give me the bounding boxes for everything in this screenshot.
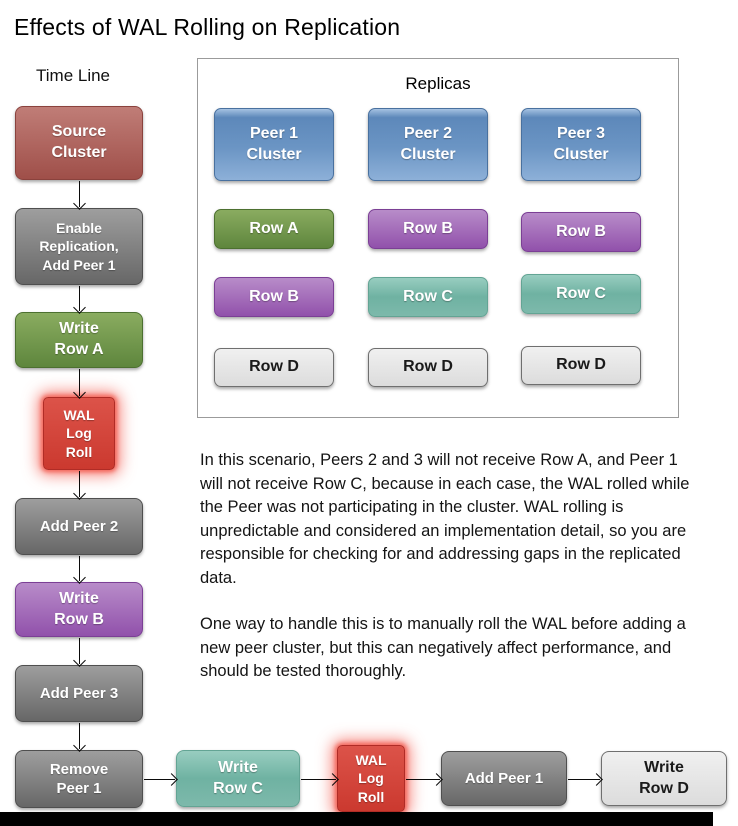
step-write-row-b: Write Row B (15, 582, 143, 637)
replica-cell-peer1-row-a: Row A (214, 209, 334, 249)
replica-cell-peer1-row-d: Row D (214, 348, 334, 387)
replica-cell-peer2-row-c: Row C (368, 277, 488, 317)
page-title: Effects of WAL Rolling on Replication (14, 14, 401, 40)
replicas-title: Replicas (405, 74, 471, 93)
arrow-right-wal-to-add-peer-1 (406, 779, 440, 780)
arrow-right-add-peer-1-to-write-d (568, 779, 600, 780)
peer-1-cluster-box: Peer 1 Cluster (214, 108, 334, 181)
step-add-peer-3: Add Peer 3 (15, 665, 143, 722)
step-write-row-c: Write Row C (176, 750, 300, 807)
replica-cell-peer2-row-b: Row B (368, 209, 488, 249)
notes-paragraph-2: One way to handle this is to manually ro… (200, 615, 686, 680)
peer-2-cluster-box: Peer 2 Cluster (368, 108, 488, 181)
arrow-down-write-b-to-add-peer-3 (79, 638, 80, 664)
step-add-peer-2: Add Peer 2 (15, 498, 143, 555)
arrow-down-wal-to-add-peer-2 (79, 471, 80, 497)
peer-3-cluster-box: Peer 3 Cluster (521, 108, 641, 181)
timeline-label: Time Line (36, 66, 111, 85)
step-wal-log-roll-2: WAL Log Roll (337, 745, 405, 812)
step-write-row-a: Write Row A (15, 312, 143, 368)
arrow-right-write-c-to-wal (301, 779, 336, 780)
slide-edge-bar (0, 812, 713, 826)
replica-cell-peer3-row-b: Row B (521, 212, 641, 252)
step-add-peer-1: Add Peer 1 (441, 751, 567, 806)
arrow-down-source-to-enable (79, 181, 80, 207)
notes-paragraph-1: In this scenario, Peers 2 and 3 will not… (200, 451, 690, 587)
replica-cell-peer3-row-c: Row C (521, 274, 641, 314)
replicas-panel: Replicas Peer 1 Cluster Peer 2 Cluster P… (197, 58, 679, 418)
replica-cell-peer2-row-d: Row D (368, 348, 488, 387)
arrow-right-remove-peer-1-to-write-c (144, 779, 175, 780)
step-wal-log-roll-1: WAL Log Roll (43, 397, 115, 470)
arrow-down-add-peer-3-to-remove-peer-1 (79, 723, 80, 749)
arrow-down-write-a-to-wal (79, 369, 80, 396)
step-write-row-d: Write Row D (601, 751, 727, 806)
replica-cell-peer1-row-b: Row B (214, 277, 334, 317)
step-source-cluster: Source Cluster (15, 106, 143, 180)
step-remove-peer-1: Remove Peer 1 (15, 750, 143, 808)
arrow-down-enable-to-write-a (79, 286, 80, 311)
replica-cell-peer3-row-d: Row D (521, 346, 641, 385)
step-enable-replication-add-peer-1: Enable Replication, Add Peer 1 (15, 208, 143, 285)
arrow-down-add-peer-2-to-write-b (79, 556, 80, 581)
notes-text-block: In this scenario, Peers 2 and 3 will not… (200, 449, 692, 707)
